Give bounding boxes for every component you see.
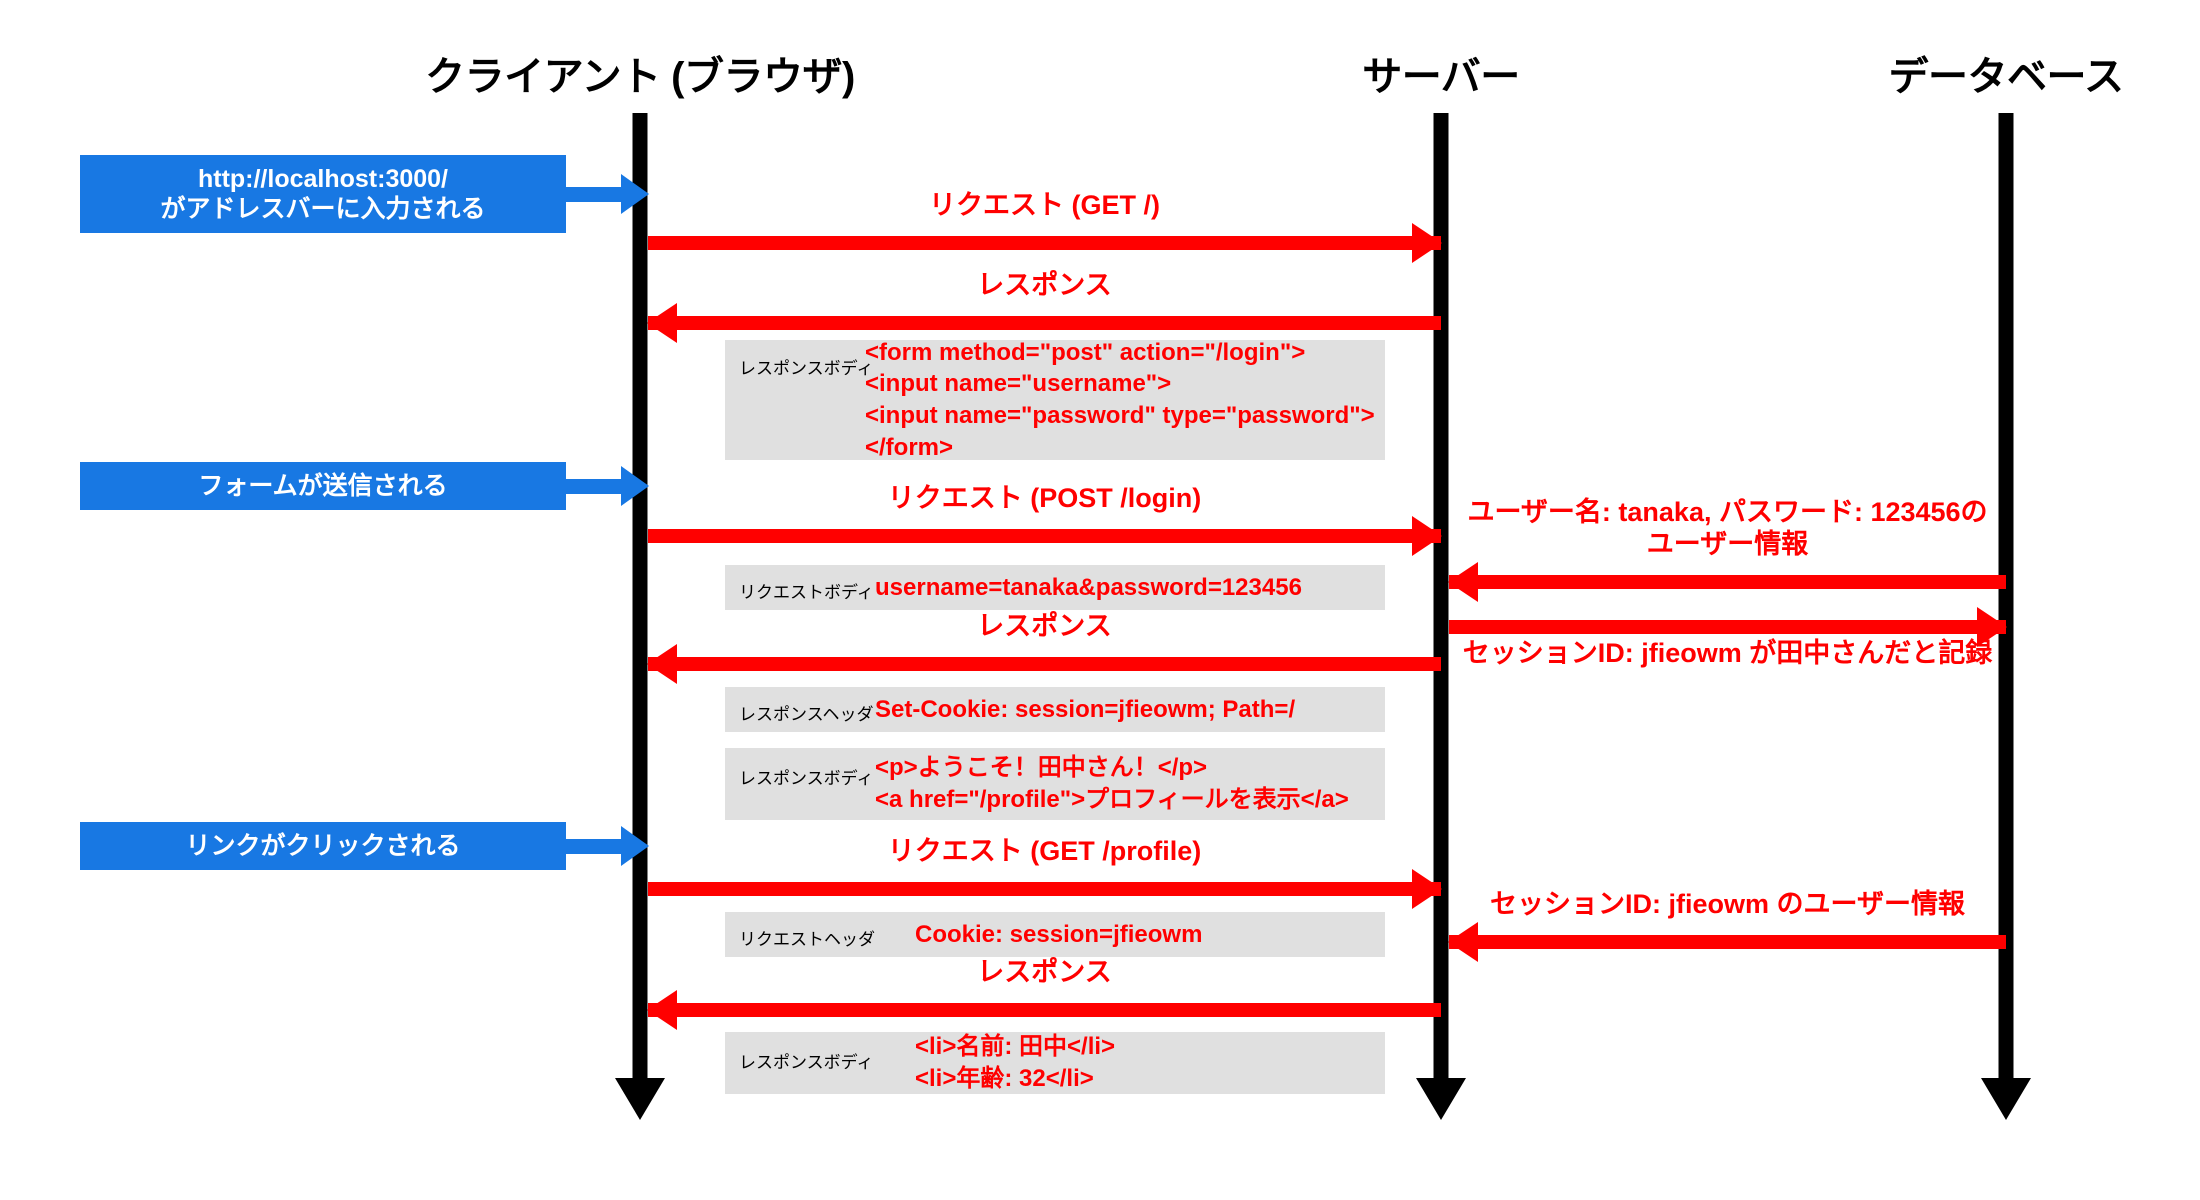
event-form-submitted-label: フォームが送信される (80, 462, 566, 510)
message-post-login-arrowhead-icon (1412, 516, 1442, 556)
note-response-header-setcookie-content: Set-Cookie: session=jfieowm; Path=/ (875, 695, 1296, 723)
message-db-store-session-label: セッションID: jfieowm が田中さんだと記録 (1462, 638, 1993, 668)
note-request-body-login-content: username=tanaka&password=123456 (875, 573, 1302, 601)
message-get-root-arrowhead-icon (1412, 223, 1442, 263)
message-response-profile-line (648, 1003, 1441, 1017)
lifeline-end-arrow-database (1981, 1078, 2031, 1120)
note-request-header-cookie: リクエストヘッダ Cookie: session=jfieowm (725, 912, 1385, 957)
message-response-login-arrowhead-icon (647, 644, 677, 684)
event-form-submitted-arrowhead-icon (621, 466, 649, 506)
message-response-login-line (648, 657, 1441, 671)
lifeline-database (1998, 113, 2014, 1081)
note-response-body-welcome-tag: レスポンスボディ (739, 769, 874, 788)
message-response-login-label: レスポンス (977, 611, 1112, 642)
note-response-body-form-content: <form method="post" action="/login"> <in… (865, 338, 1375, 461)
note-response-header-setcookie: レスポンスヘッダ Set-Cookie: session=jfieowm; Pa… (725, 687, 1385, 732)
event-link-clicked-arrowhead-icon (621, 826, 649, 866)
note-response-body-profile-tag: レスポンスボディ (739, 1053, 874, 1072)
note-response-header-setcookie-tag: レスポンスヘッダ (739, 705, 874, 724)
event-url-typed-label: http://localhost:3000/ がアドレスバーに入力される (80, 155, 566, 233)
message-db-lookup-credentials-label: ユーザー名: tanaka, パスワード: 123456の ユーザー情報 (1467, 497, 1988, 560)
event-link-clicked-label: リンクがクリックされる (80, 822, 566, 870)
message-get-root-label: リクエスト (GET /) (929, 190, 1160, 221)
event-link-clicked-stem (566, 839, 626, 854)
message-response-root-line (648, 316, 1441, 330)
lifeline-server (1433, 113, 1449, 1081)
event-form-submitted-stem (566, 479, 626, 494)
message-db-lookup-session-line (1449, 935, 2006, 949)
message-db-lookup-session-arrowhead-icon (1448, 922, 1478, 962)
note-request-header-cookie-tag: リクエストヘッダ (739, 930, 875, 949)
note-response-body-profile: レスポンスボディ <li>名前: 田中</li> <li>年齢: 32</li> (725, 1032, 1385, 1094)
note-response-body-form-tag: レスポンスボディ (739, 359, 874, 378)
message-db-lookup-credentials-line (1449, 575, 2006, 589)
note-request-body-login: リクエストボディ username=tanaka&password=123456 (725, 565, 1385, 610)
message-get-root-line (648, 236, 1441, 250)
note-request-body-login-tag: リクエストボディ (739, 583, 874, 602)
message-response-root-label: レスポンス (977, 270, 1112, 301)
message-post-login-line (648, 529, 1441, 543)
note-response-body-welcome: レスポンスボディ <p>ようこそ！田中さん！</p> <a href="/pro… (725, 748, 1385, 820)
note-request-header-cookie-content: Cookie: session=jfieowm (915, 920, 1203, 948)
message-db-store-session-line (1449, 620, 2006, 634)
message-response-profile-arrowhead-icon (647, 990, 677, 1030)
lifeline-end-arrow-client (615, 1078, 665, 1120)
message-response-root-arrowhead-icon (647, 303, 677, 343)
participant-title-server: サーバー (1362, 55, 1520, 99)
message-post-login-label: リクエスト (POST /login) (887, 483, 1202, 514)
lifeline-client (632, 113, 648, 1081)
note-response-body-profile-content: <li>名前: 田中</li> <li>年齢: 32</li> (915, 1033, 1116, 1092)
note-response-body-form: レスポンスボディ <form method="post" action="/lo… (725, 339, 1385, 461)
lifeline-end-arrow-server (1416, 1078, 1466, 1120)
event-url-typed-arrowhead-icon (621, 174, 649, 214)
message-get-profile-label: リクエスト (GET /profile) (887, 836, 1202, 867)
message-get-profile-line (648, 882, 1441, 896)
message-get-profile-arrowhead-icon (1412, 869, 1442, 909)
participant-title-client: クライアント (ブラウザ) (425, 55, 855, 99)
note-response-body-welcome-content: <p>ようこそ！田中さん！</p> <a href="/profile">プロフ… (875, 754, 1349, 813)
event-url-typed-stem (566, 187, 626, 202)
message-response-profile-label: レスポンス (977, 957, 1112, 988)
message-db-lookup-session-label: セッションID: jfieowm のユーザー情報 (1490, 889, 1965, 920)
message-db-lookup-credentials-arrowhead-icon (1448, 562, 1478, 602)
participant-title-database: データベース (1888, 55, 2125, 99)
message-db-store-session-arrowhead-icon (1977, 607, 2007, 647)
